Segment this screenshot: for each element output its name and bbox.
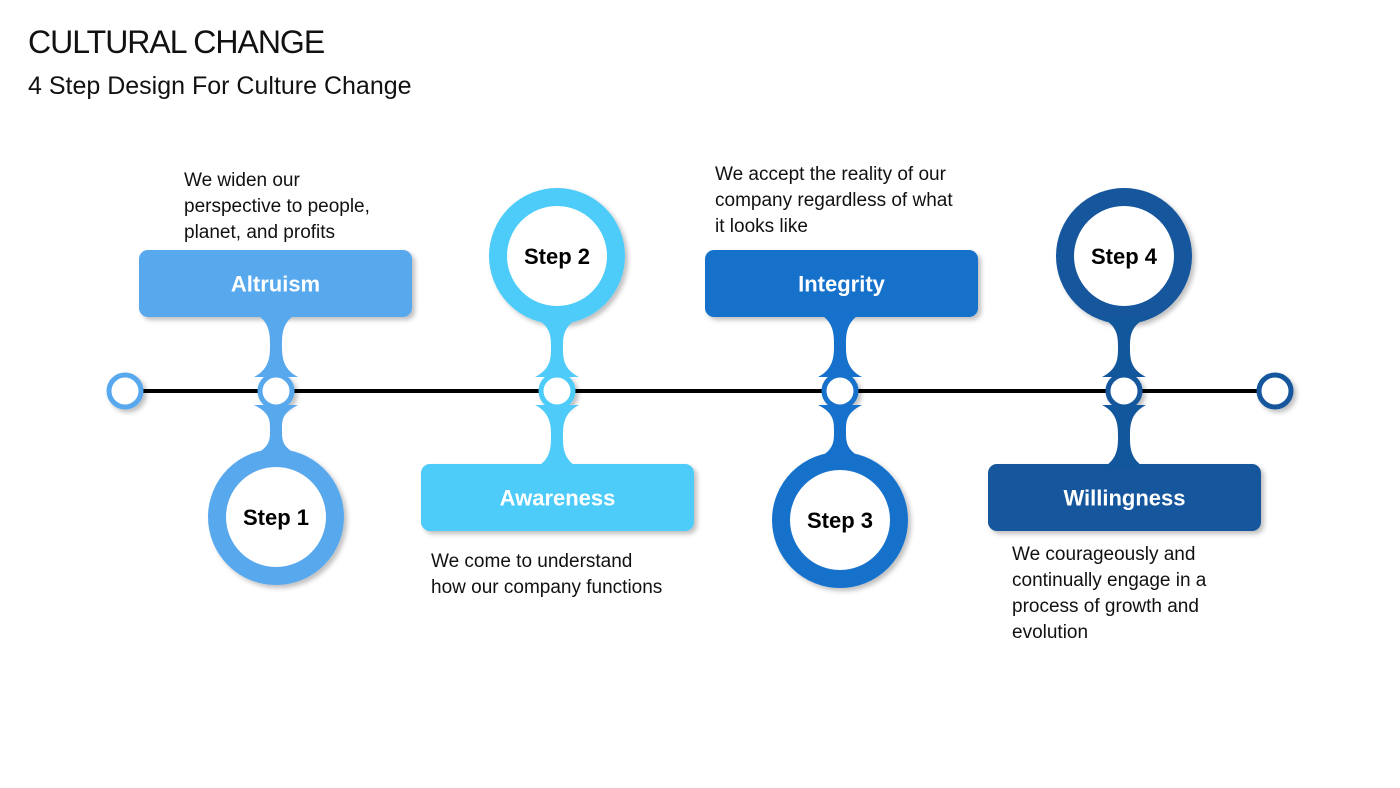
step-label-box	[988, 464, 1261, 531]
description-line: We courageously and	[1012, 544, 1196, 565]
timeline-start-node	[106, 372, 144, 410]
description-line: it looks like	[715, 216, 808, 237]
step-label-box	[421, 464, 694, 531]
description-line: how our company functions	[431, 577, 663, 598]
step-label: Integrity	[798, 272, 886, 297]
page-subtitle: 4 Step Design For Culture Change	[28, 72, 412, 100]
description-line: continually engage in a	[1012, 570, 1207, 591]
page-title: CULTURAL CHANGE	[28, 24, 325, 60]
step-label-box	[139, 250, 412, 317]
step-number: Step 3	[807, 508, 873, 533]
step-description: We courageously and continually engage in…	[1012, 542, 1206, 646]
box-connector	[254, 313, 298, 377]
step-circle	[772, 452, 908, 588]
description-line: We widen our	[184, 170, 300, 191]
step-label: Willingness	[1063, 486, 1185, 511]
description-line: planet, and profits	[184, 222, 336, 243]
step-group-4: Willingness Step 4	[988, 188, 1261, 531]
timeline-node	[821, 372, 859, 410]
description-line: process of growth and	[1012, 596, 1199, 617]
description-line: We accept the reality of our	[715, 164, 946, 185]
step-group-2: Awareness Step 2	[421, 188, 694, 531]
description-line: We come to understand	[431, 551, 633, 572]
step-circle	[208, 449, 344, 585]
circle-connector	[818, 405, 862, 458]
timeline-node	[1105, 372, 1143, 410]
step-number: Step 4	[1091, 244, 1158, 269]
description-line: company regardless of what	[715, 190, 953, 211]
timeline-node	[538, 372, 576, 410]
timeline-node	[257, 372, 295, 410]
step-number: Step 1	[243, 505, 309, 530]
step-label: Awareness	[500, 486, 616, 511]
circle-connector	[535, 318, 579, 377]
step-description: We come to understand how our company fun…	[431, 549, 662, 601]
step-description: We accept the reality of our company rega…	[715, 162, 953, 240]
circle-connector	[1102, 318, 1146, 377]
circle-connector	[254, 405, 298, 455]
step-label: Altruism	[231, 272, 320, 297]
description-line: perspective to people,	[184, 196, 370, 217]
box-connector	[818, 313, 862, 377]
step-description: We widen our perspective to people, planet…	[184, 168, 370, 246]
box-connector	[535, 405, 579, 468]
step-number: Step 2	[524, 244, 590, 269]
timeline-end-node	[1256, 372, 1294, 410]
box-connector	[1102, 405, 1146, 468]
step-circle	[1056, 188, 1192, 324]
description-line: evolution	[1012, 622, 1089, 643]
step-circle	[489, 188, 625, 324]
step-label-box	[705, 250, 978, 317]
